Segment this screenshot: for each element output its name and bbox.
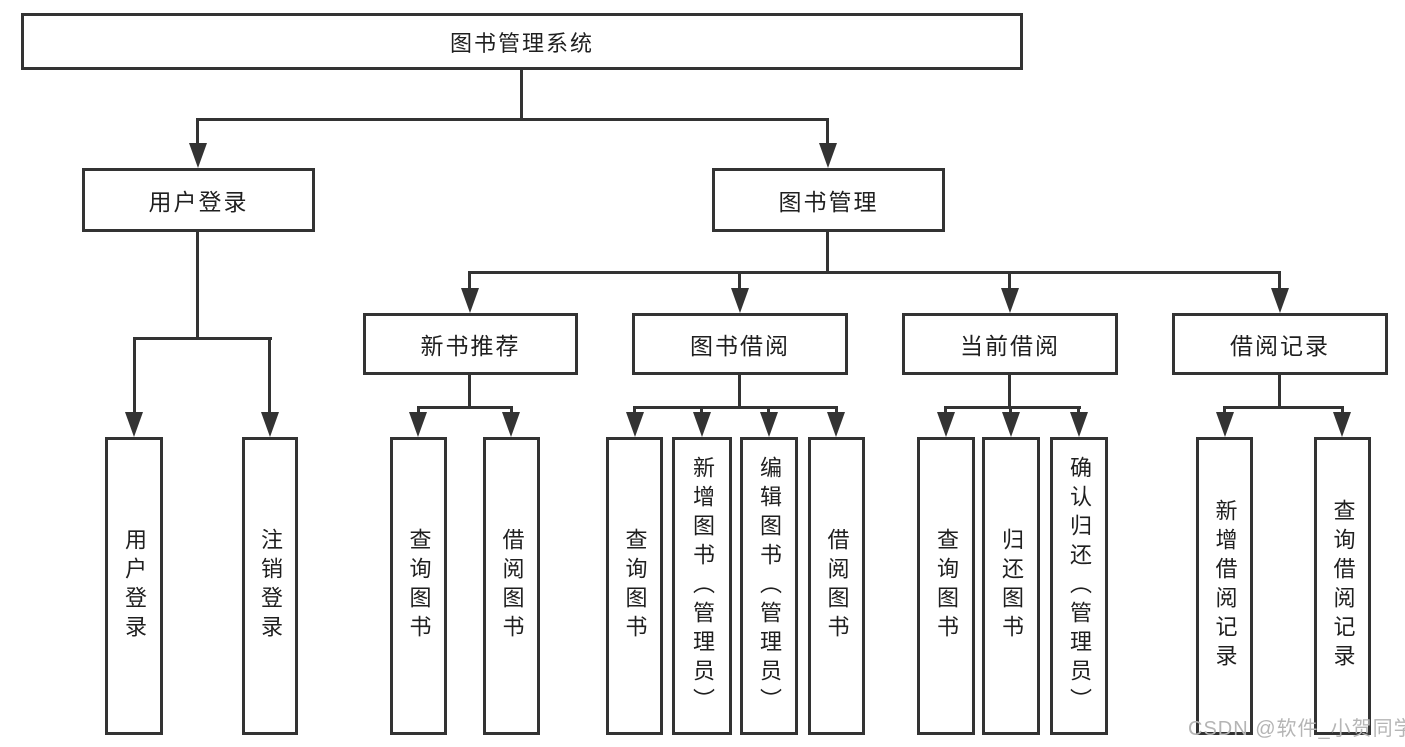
connector-line [468, 375, 471, 409]
connector-line [1009, 406, 1012, 415]
arrow-down-icon [937, 412, 955, 437]
connector-line [1223, 406, 1344, 409]
arrow-down-icon [502, 412, 520, 437]
connector-line [738, 375, 741, 409]
connector-line [133, 337, 136, 416]
connector-line [1278, 375, 1281, 409]
connector-line [826, 232, 829, 274]
arrow-down-icon [1070, 412, 1088, 437]
arrow-down-icon [1002, 412, 1020, 437]
node-book-borrow-label: 图书借阅 [690, 333, 790, 359]
connector-line [196, 118, 829, 121]
arrow-down-icon [1333, 412, 1351, 437]
connector-line [633, 406, 636, 415]
leaf-query-books-current: 查询图书 [917, 437, 975, 735]
leaf-confirm-return-admin-label: 确认归还（管理员） [1067, 455, 1092, 717]
leaf-user-login-label: 用户登录 [122, 528, 147, 644]
connector-line [944, 406, 947, 415]
node-book-management: 图书管理 [712, 168, 945, 232]
arrow-down-icon [1001, 288, 1019, 313]
leaf-borrow-books: 借阅图书 [808, 437, 865, 735]
connector-line [1278, 271, 1281, 291]
arrow-down-icon [1271, 288, 1289, 313]
connector-line [196, 118, 199, 146]
leaf-query-books-borrow-label: 查询图书 [622, 528, 648, 644]
leaf-edit-books-admin: 编辑图书（管理员） [740, 437, 798, 735]
arrow-down-icon [693, 412, 711, 437]
connector-line [268, 337, 271, 416]
leaf-borrow-books-recommend-label: 借阅图书 [499, 528, 525, 644]
node-current-borrow: 当前借阅 [902, 313, 1118, 375]
connector-line [738, 271, 741, 291]
connector-line [1341, 406, 1344, 415]
leaf-query-books-recommend: 查询图书 [390, 437, 447, 735]
node-root: 图书管理系统 [21, 13, 1023, 70]
connector-line [700, 406, 703, 415]
node-user-login-label: 用户登录 [148, 189, 249, 215]
arrow-down-icon [626, 412, 644, 437]
node-new-book-recommend-label: 新书推荐 [420, 333, 521, 359]
arrow-down-icon [461, 288, 479, 313]
leaf-query-borrow-record-label: 查询借阅记录 [1330, 499, 1356, 673]
connector-line [944, 406, 1081, 409]
arrow-down-icon [409, 412, 427, 437]
arrow-down-icon [819, 143, 837, 168]
leaf-add-books-admin-label: 新增图书（管理员） [690, 455, 715, 717]
leaf-add-borrow-record-label: 新增借阅记录 [1212, 499, 1238, 673]
leaf-borrow-books-label: 借阅图书 [824, 528, 850, 644]
node-current-borrow-label: 当前借阅 [960, 333, 1060, 359]
node-book-borrow: 图书借阅 [632, 313, 848, 375]
connector-line [767, 406, 770, 415]
arrow-down-icon [1216, 412, 1234, 437]
connector-line [468, 271, 471, 291]
arrow-down-icon [827, 412, 845, 437]
leaf-edit-books-admin-label: 编辑图书（管理员） [757, 455, 782, 717]
connector-line [196, 232, 199, 340]
connector-line [417, 406, 513, 409]
leaf-query-books-recommend-label: 查询图书 [406, 528, 432, 644]
connector-line [510, 406, 513, 415]
node-new-book-recommend: 新书推荐 [363, 313, 578, 375]
arrow-down-icon [125, 412, 143, 437]
leaf-borrow-books-recommend: 借阅图书 [483, 437, 540, 735]
node-user-login: 用户登录 [82, 168, 315, 232]
leaf-confirm-return-admin: 确认归还（管理员） [1050, 437, 1108, 735]
arrow-down-icon [261, 412, 279, 437]
node-borrow-records: 借阅记录 [1172, 313, 1388, 375]
connector-line [520, 69, 523, 121]
watermark: CSDN @软件_小贺同学 [1188, 718, 1405, 740]
leaf-query-books-borrow: 查询图书 [606, 437, 663, 735]
leaf-user-login: 用户登录 [105, 437, 163, 735]
connector-line [1223, 406, 1226, 415]
node-borrow-records-label: 借阅记录 [1230, 333, 1330, 359]
arrow-down-icon [189, 143, 207, 168]
arrow-down-icon [760, 412, 778, 437]
node-book-management-label: 图书管理 [778, 189, 879, 215]
connector-line [133, 337, 272, 340]
leaf-return-books-label: 归还图书 [999, 528, 1024, 644]
connector-line [1077, 406, 1080, 415]
leaf-query-borrow-record: 查询借阅记录 [1314, 437, 1371, 735]
connector-line [417, 406, 420, 415]
leaf-return-books: 归还图书 [982, 437, 1040, 735]
arrow-down-icon [731, 288, 749, 313]
leaf-query-books-current-label: 查询图书 [934, 528, 959, 644]
leaf-logout: 注销登录 [242, 437, 298, 735]
connector-line [835, 406, 838, 415]
connector-line [633, 406, 838, 409]
leaf-add-borrow-record: 新增借阅记录 [1196, 437, 1253, 735]
leaf-logout-label: 注销登录 [258, 528, 283, 644]
connector-line [468, 271, 1281, 274]
connector-line [1008, 375, 1011, 409]
node-root-label: 图书管理系统 [449, 30, 594, 56]
connector-line [826, 118, 829, 146]
leaf-add-books-admin: 新增图书（管理员） [672, 437, 732, 735]
connector-line [1008, 271, 1011, 291]
